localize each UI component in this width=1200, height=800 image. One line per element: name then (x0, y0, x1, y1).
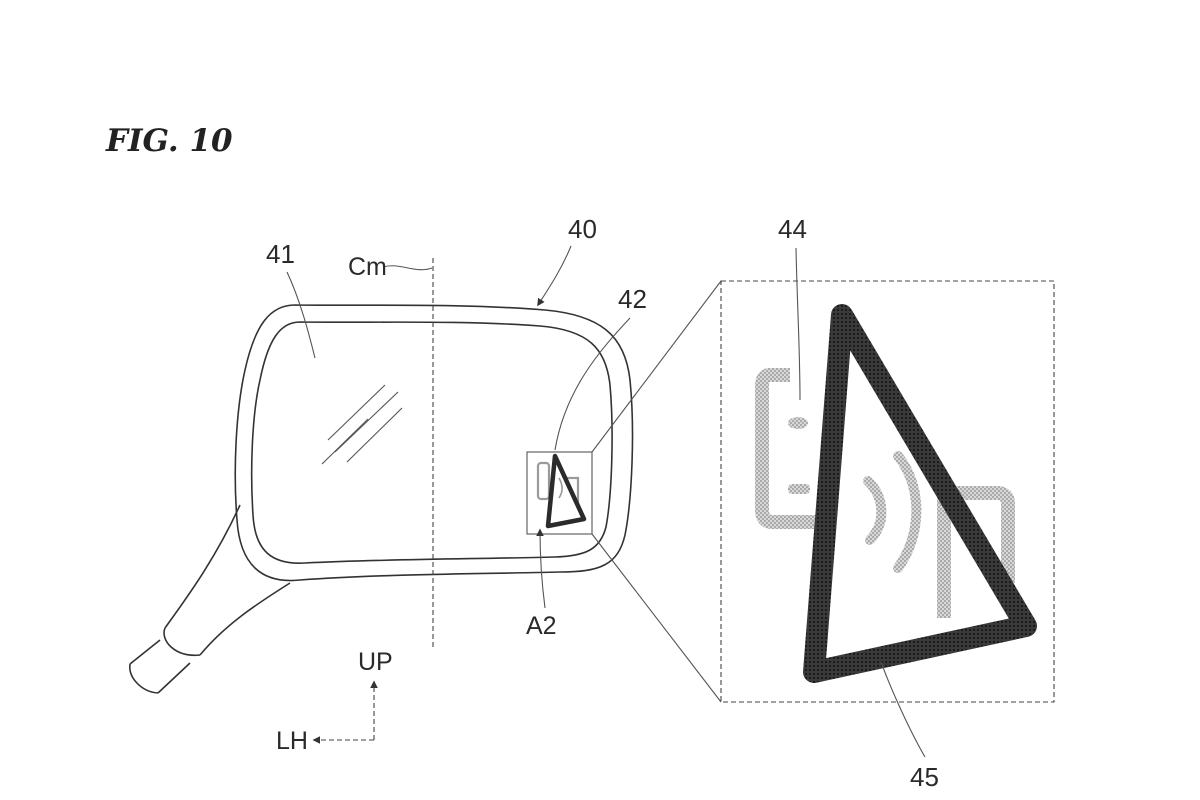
label-a2: A2 (526, 612, 557, 640)
leader-41 (286, 271, 316, 359)
label-42: 42 (618, 284, 647, 314)
label-40: 40 (568, 214, 597, 244)
projection-line-top (591, 280, 722, 453)
center-line-leader (382, 265, 433, 271)
label-lh: LH (276, 727, 308, 755)
mirror-housing-outer (234, 304, 634, 582)
leader-44 (795, 247, 801, 401)
detail-box-a2 (526, 451, 593, 535)
label-45: 45 (910, 762, 939, 792)
enlarged-detail-view (720, 280, 1055, 703)
enlarged-indicator-icon (755, 368, 1015, 618)
label-41: 41 (266, 239, 295, 269)
mirror-surface-outline (250, 321, 613, 564)
mirror-stem (129, 504, 291, 694)
glass-reflection-marks (321, 384, 403, 465)
small-indicator-graphic (536, 453, 587, 529)
leader-a2 (536, 528, 546, 609)
label-up: UP (358, 648, 393, 676)
leader-42 (554, 317, 631, 451)
direction-indicator (312, 680, 378, 744)
figure-title: FIG. 10 (105, 123, 233, 159)
projection-line-bottom (591, 533, 722, 703)
label-cm: Cm (348, 253, 387, 281)
leader-40 (537, 245, 572, 307)
label-44: 44 (778, 214, 807, 244)
enlarged-triangle-mark (803, 304, 1037, 683)
leader-45 (880, 661, 926, 758)
